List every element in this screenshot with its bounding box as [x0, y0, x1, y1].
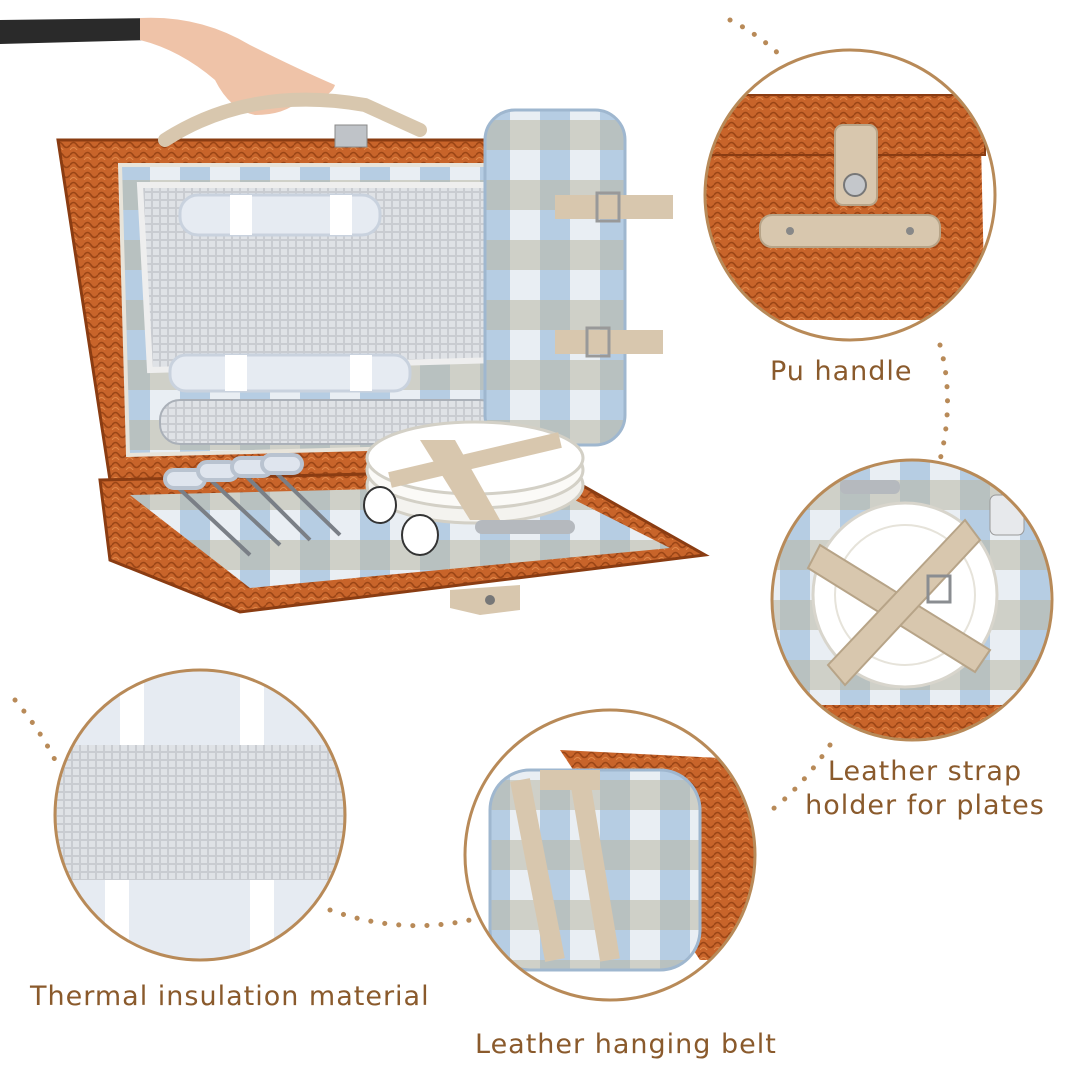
dotted-connectors: [12, 17, 950, 929]
cutlery-set: [163, 453, 342, 557]
hand-illustration: [0, 17, 335, 115]
plate-strap-label-line2: holder for plates: [805, 790, 1045, 821]
basket-main: [56, 92, 710, 615]
glass-bottles: [168, 193, 412, 393]
plate-strap-detail: [770, 458, 1054, 742]
pu-handle-label: Pu handle: [770, 356, 913, 387]
blanket-belt-detail: [463, 708, 757, 1002]
pu-handle-detail: [703, 48, 997, 342]
thermal-lining-detail: [53, 668, 347, 962]
plate-strap-label-line1: Leather strap: [827, 756, 1023, 787]
plate-strap-label: Leather strap holder for plates: [800, 755, 1050, 823]
thermal-material-label: Thermal insulation material: [30, 981, 430, 1012]
hanging-belt-label: Leather hanging belt: [475, 1029, 777, 1060]
